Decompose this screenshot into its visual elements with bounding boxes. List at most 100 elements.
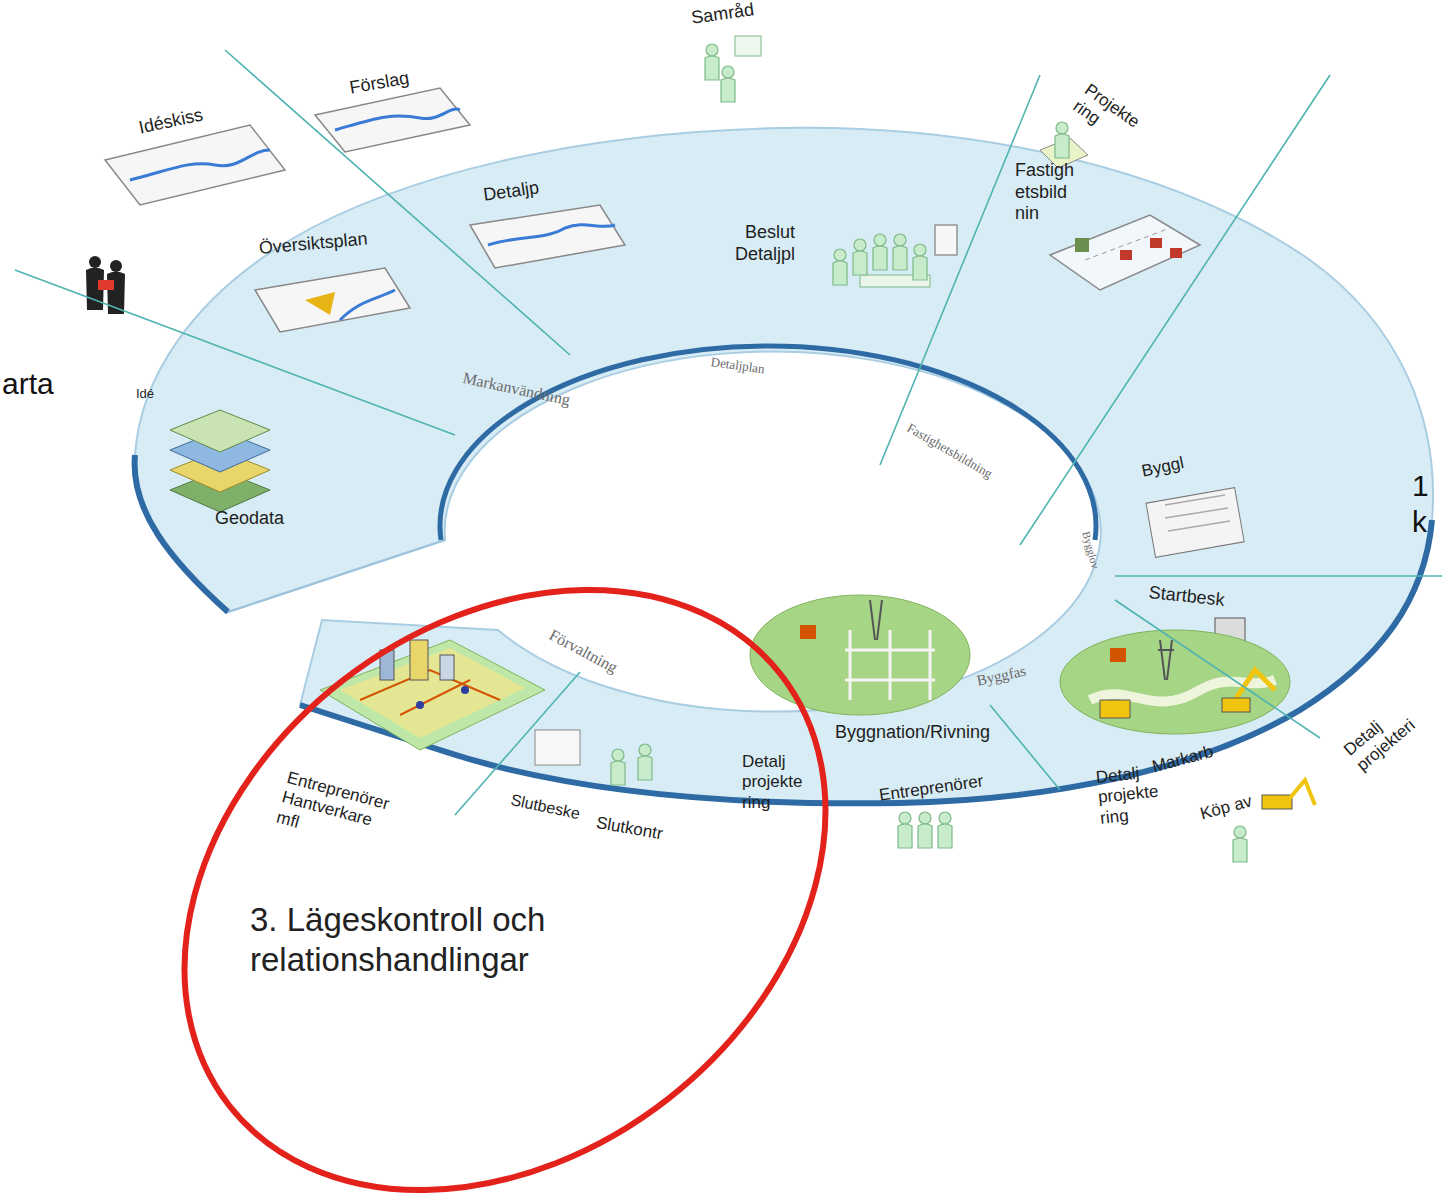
property-division-sheet (1170, 248, 1182, 258)
comprehensive-plan-sheet (305, 292, 335, 315)
groundwork-site (1158, 640, 1174, 680)
property-division-sheet (1050, 215, 1200, 290)
proposal-sheet (315, 88, 470, 152)
construction-site (750, 595, 970, 715)
final-notice-box (535, 730, 580, 765)
management-city-slab (461, 686, 469, 694)
construction-site (870, 600, 882, 640)
detail-plan-sheet (488, 225, 615, 245)
construction-site (845, 630, 935, 700)
leader-line (880, 75, 1040, 465)
callout-text: 3. Lägeskontroll och relationshandlingar (250, 900, 580, 979)
management-city-slab (410, 640, 428, 680)
property-division-sheet (1050, 215, 1200, 290)
step-label: Entreprenörer Hantverkare mfl (274, 768, 391, 854)
purchase-excavator (1290, 780, 1315, 805)
final-notice-box (535, 730, 580, 765)
construction-site (750, 595, 970, 715)
proposal-sheet (335, 109, 460, 130)
proposal-sheet (315, 88, 470, 152)
decision-meeting (893, 234, 907, 270)
detail-plan-sheet (470, 205, 625, 268)
final-inspection-people (638, 744, 652, 780)
step-label: Projekte ring (1069, 80, 1143, 149)
step-label: Fastigh etsbild nin (1015, 160, 1074, 225)
step-label: Idé (136, 386, 154, 402)
decision-meeting (873, 234, 887, 270)
consultation-people (721, 66, 735, 102)
purchase-excavator (1262, 795, 1292, 809)
comprehensive-plan-sheet (255, 268, 410, 332)
step-label: Byggnation/Rivning (835, 722, 990, 744)
leader-line (1020, 75, 1330, 545)
groundwork-site (1222, 698, 1250, 712)
step-label: Slutkontr (594, 813, 664, 845)
building-permit-document (1165, 495, 1230, 531)
step-label: Förslag (348, 68, 411, 100)
building-permit-document (1146, 488, 1244, 558)
ring (228, 540, 445, 612)
property-division-sheet (1085, 228, 1170, 260)
ring (300, 520, 1432, 803)
leader-line (225, 50, 570, 355)
consultation-people (735, 36, 761, 56)
decision-meeting (853, 239, 867, 275)
step-label: Geodata (215, 508, 284, 530)
callout-text: arta (2, 366, 54, 402)
callout-ellipse-outline (66, 466, 944, 1199)
step-label: Beslut Detaljpl (735, 222, 795, 265)
final-inspection-people (611, 749, 625, 785)
idea-people (98, 280, 114, 290)
detail-plan-sheet (470, 205, 625, 268)
consultation-people (705, 36, 761, 102)
leader-line (15, 270, 455, 435)
phase-label: Detaljplan (710, 354, 766, 377)
groundwork-site (1110, 648, 1126, 662)
comprehensive-plan-sheet (255, 268, 410, 332)
idea-sketch-sheet (130, 150, 270, 180)
decision-meeting (833, 225, 957, 287)
property-division-sheet (1120, 250, 1132, 260)
groundwork-site (1100, 700, 1130, 718)
leader-line (1115, 600, 1320, 738)
ring (440, 346, 1096, 540)
groundwork-site (1060, 630, 1290, 734)
ring (135, 128, 1433, 804)
geodata-layers (170, 410, 270, 452)
phase-label: Fastighetsbildning (904, 420, 995, 482)
idea-people (86, 256, 125, 314)
step-label: Slutbeske (509, 790, 582, 823)
step-label: Köp av (1198, 791, 1254, 824)
final-inspection-people (611, 744, 652, 785)
property-division-sheet (1150, 238, 1162, 248)
callout-text: 1 k (1412, 468, 1429, 540)
groundwork-site (1060, 630, 1290, 734)
geodata-layers (170, 410, 270, 512)
contractor-people (918, 812, 932, 848)
construction-site (800, 625, 816, 639)
step-label: Detalj projekteri (1340, 700, 1420, 776)
comprehensive-plan-sheet (340, 290, 395, 320)
idea-sketch-sheet (105, 125, 285, 205)
decision-meeting (833, 249, 847, 285)
leader-line (15, 50, 1442, 815)
contractor-people (898, 812, 912, 848)
decision-meeting (935, 225, 957, 255)
design-icon (1055, 122, 1069, 158)
management-city-slab (416, 701, 424, 709)
decision-meeting (913, 244, 927, 280)
leader-line (990, 705, 1060, 790)
contractor-people (938, 812, 952, 848)
step-label: Samråd (690, 0, 755, 29)
step-label: Detalj projekte ring (1095, 762, 1162, 829)
purchase-excavator (1233, 826, 1247, 862)
management-city-slab (320, 640, 545, 750)
property-division-sheet (1075, 238, 1089, 252)
building-permit-document (1146, 488, 1244, 558)
management-city-slab (320, 640, 545, 750)
management-city-slab (440, 655, 454, 680)
